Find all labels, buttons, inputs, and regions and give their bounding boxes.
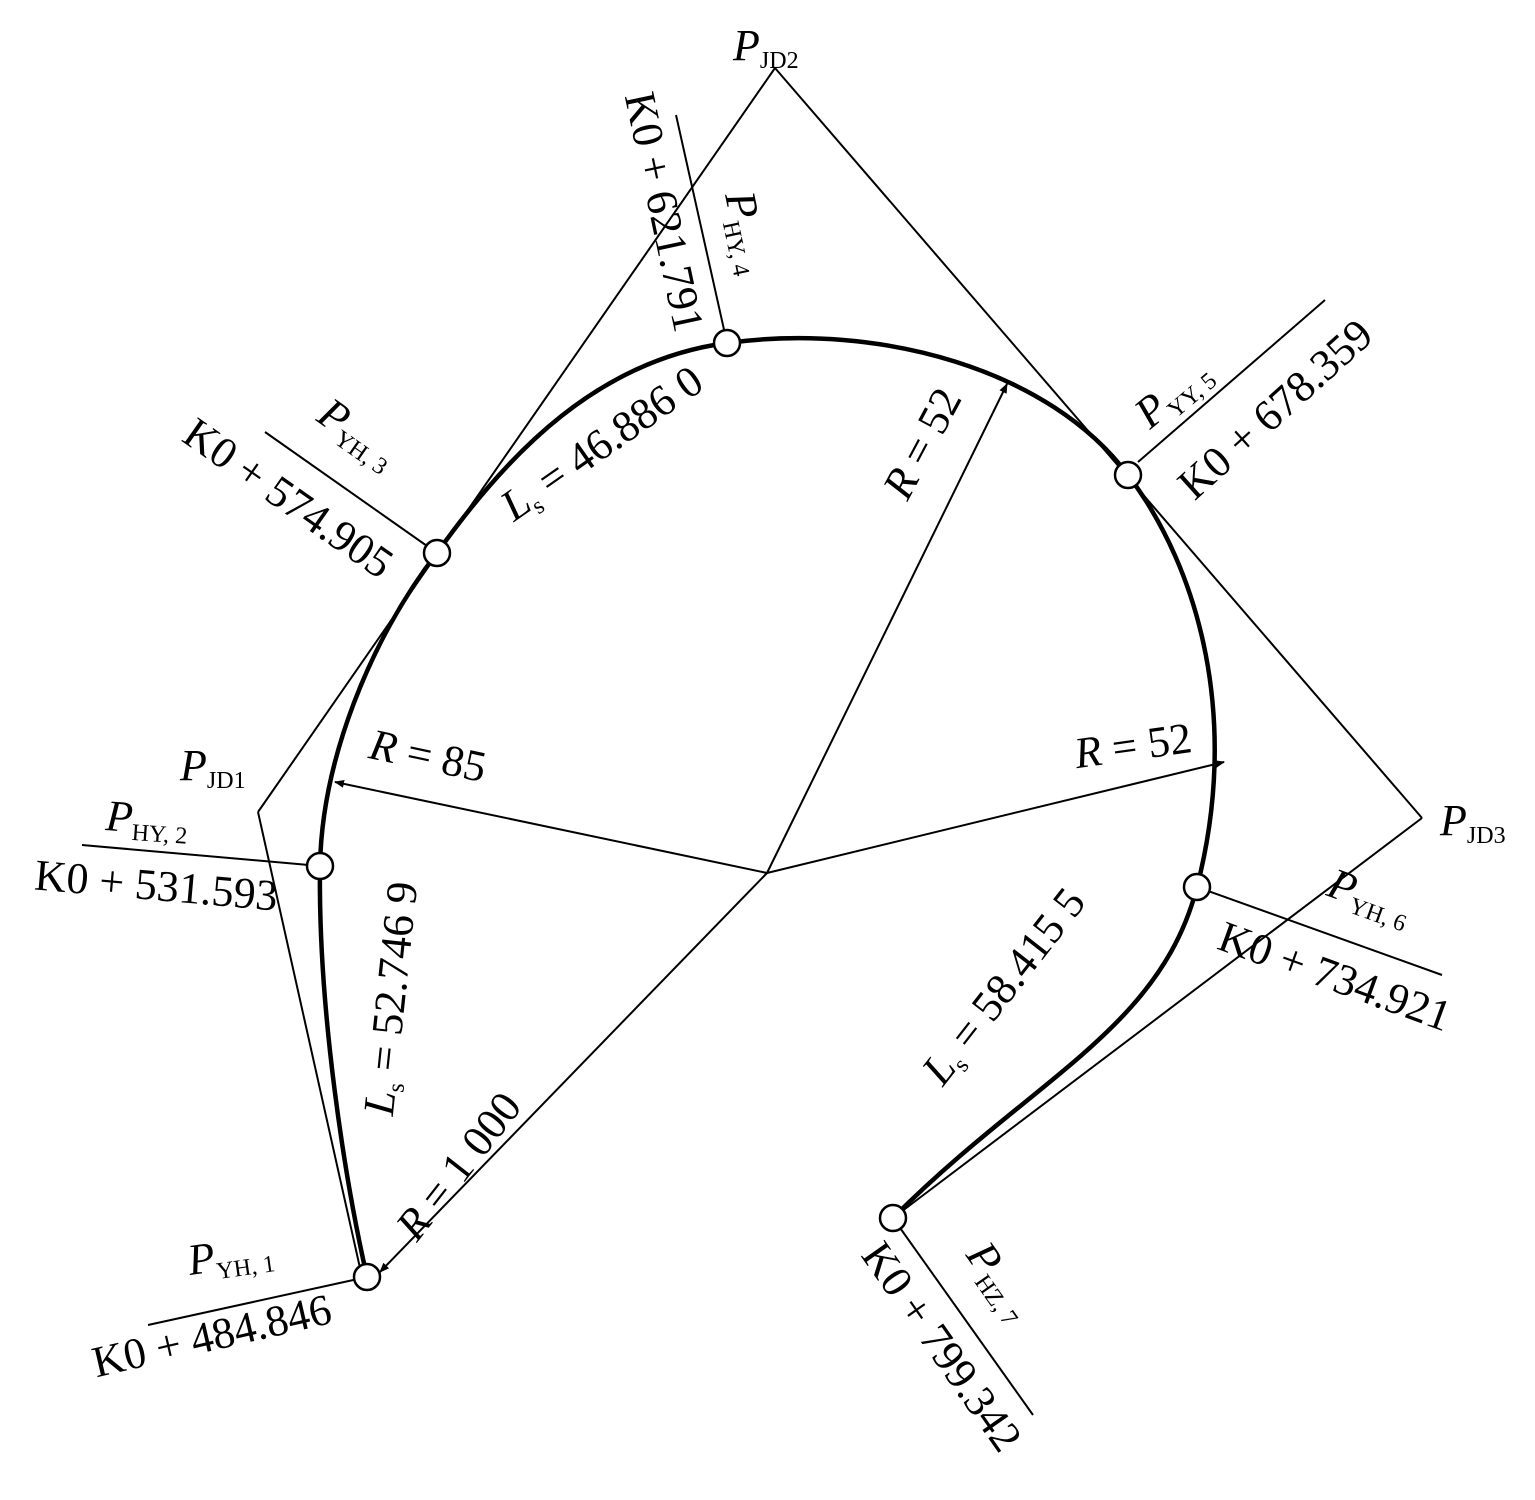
radius-label-1000: R = 1 000 [385,1083,531,1250]
station-lines [81,114,1443,1416]
station-yh3: K0 + 574.905 [174,408,402,588]
radius-arrow-52b [766,760,1225,874]
station-yy5: K0 + 678.359 [1168,310,1382,509]
radius-arrow-1000 [379,872,768,1273]
tangent-line-jd1-jd2 [257,67,776,813]
station-yh1: K0 + 484.846 [88,1285,336,1388]
station-hy2: K0 + 531.593 [33,851,280,921]
label-jd2: PJD2 [732,21,799,74]
point-yh3 [422,538,452,568]
tangent-line-start [257,811,361,1269]
tangent-line-end [892,817,1423,1219]
radius-arrow-85 [334,779,768,874]
point-yh6 [1182,872,1212,902]
point-hy2 [305,851,335,881]
radius-label-85: R = 85 [364,719,490,792]
label-jd1: PJD1 [179,741,246,794]
label-hy4: PHY, 4 [711,186,780,279]
label-hz7: PHZ, 7 [953,1232,1045,1331]
spiral-length-1: Ls = 52.746 9 [354,879,431,1119]
label-yh1: PYH, 1 [184,1224,277,1289]
label-jd3: PJD3 [1439,796,1506,849]
label-yh6: PYH, 6 [1319,858,1418,937]
station-hz7: K0 + 799.342 [852,1233,1032,1461]
radius-label-52b: R = 52 [1070,713,1194,778]
curve-points [305,328,1212,1292]
point-yy5 [1113,460,1143,490]
label-yy5: PYY, 5 [1124,347,1222,441]
spiral-length-2: Ls = 46.886 0 [491,356,714,535]
point-yh1 [352,1262,382,1292]
radius-lines [334,383,1225,1273]
label-yh3: PYH, 3 [306,387,407,480]
station-yh6: K0 + 734.921 [1212,912,1458,1041]
point-hy4 [712,328,742,358]
radius-arrow-52a [766,383,1008,874]
point-hz7 [878,1203,908,1233]
label-hy2: PHY, 2 [103,791,190,850]
